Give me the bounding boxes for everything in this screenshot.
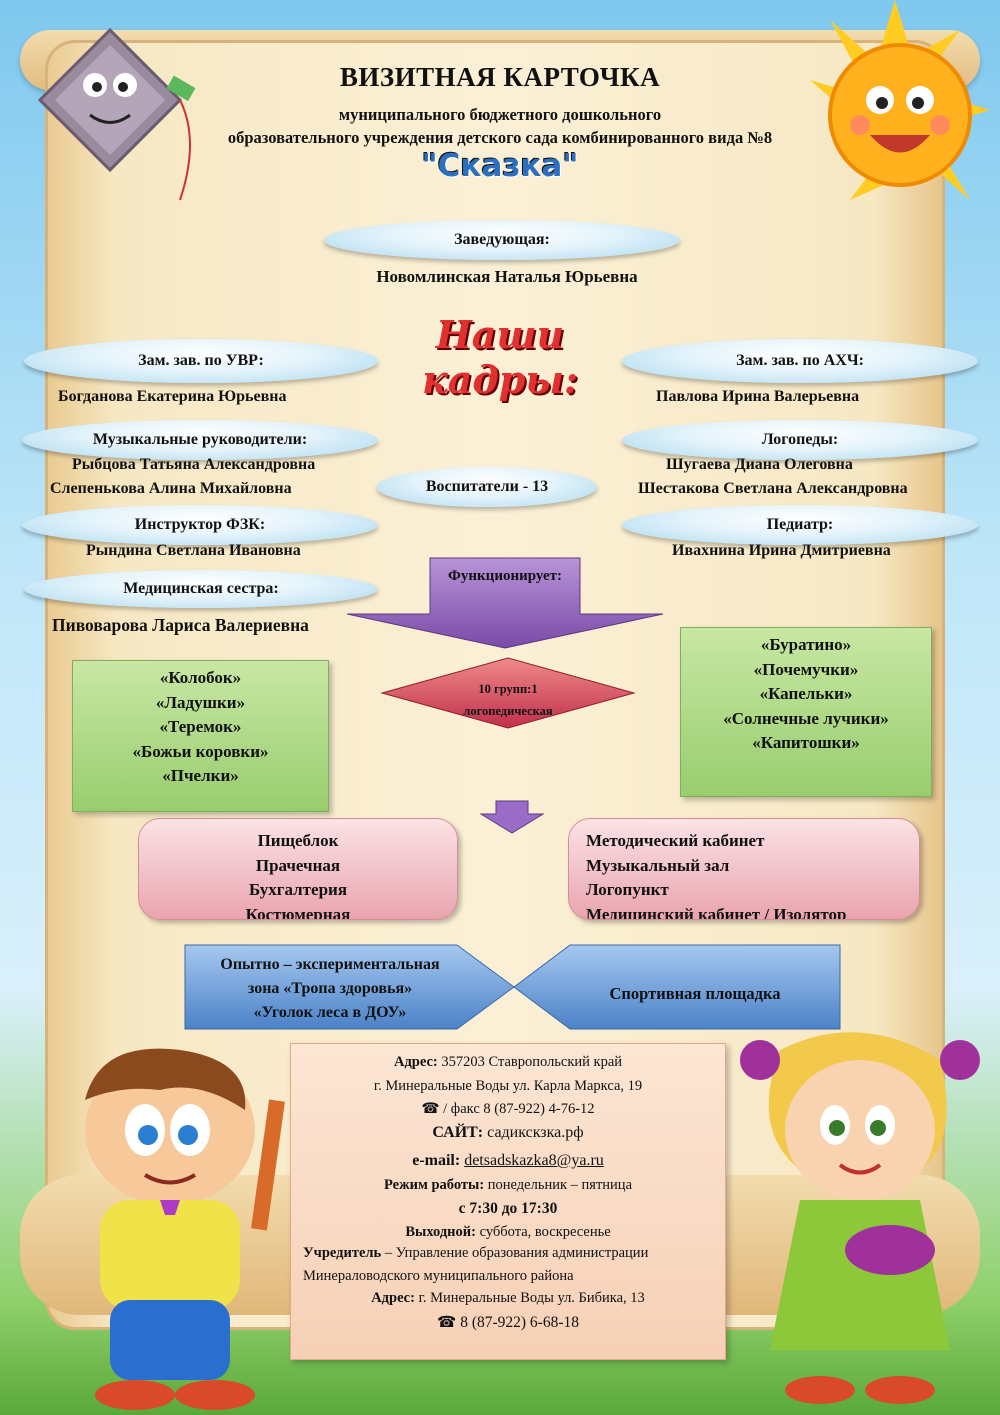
deputy-ahch-label: Зам. зав. по АХЧ:	[736, 352, 864, 369]
facility-item: Пищеблок	[257, 831, 339, 850]
site-link[interactable]: садикскзка.рф	[487, 1124, 584, 1141]
facility-item: Музыкальный зал	[586, 855, 730, 875]
pediatrician-name: Ивахнина Ирина Дмитриевна	[672, 542, 891, 559]
address-line1: 357203 Ставропольский край	[441, 1054, 623, 1070]
founder-label: Учредитель	[303, 1245, 382, 1261]
sun-illustration	[810, 0, 990, 200]
email-link[interactable]: detsadskazka8@ya.ru	[464, 1152, 604, 1169]
facility-item: Прачечная	[255, 855, 341, 875]
deputy-uvr-ellipse: Зам. зав. по УВР:	[24, 339, 378, 383]
subtitle-line2: образовательного учреждения детского сад…	[227, 128, 773, 147]
experimental-zone-line2: зона «Тропа здоровья»	[247, 980, 413, 997]
deputy-uvr-name: Богданова Екатерина Юрьевна	[58, 388, 287, 405]
teachers-ellipse: Воспитатели - 13	[377, 467, 597, 507]
kite-illustration	[37, 27, 196, 201]
dayoff: суббота, воскресенье	[479, 1224, 611, 1240]
group-item: «Теремок»	[159, 717, 242, 736]
pe-label: Инструктор ФЗК:	[134, 516, 266, 533]
founder-phone-icon: ☎	[437, 1314, 457, 1331]
nurse-name: Пивоварова Лариса Валериевна	[52, 615, 309, 635]
hours-label: Режим работы:	[383, 1177, 485, 1193]
speech-name1: Шугаева Диана Олеговна	[666, 456, 853, 473]
experimental-zone-line3: «Уголок леса в ДОУ»	[253, 1004, 407, 1021]
speech-label: Логопеды:	[761, 431, 839, 448]
group-item: «Солнечные лучики»	[723, 708, 889, 728]
deputy-uvr-label: Зам. зав. по УВР:	[138, 352, 264, 369]
address-label: Адрес:	[393, 1054, 438, 1070]
functions-arrow	[346, 557, 664, 649]
speech-name2: Шестакова Светлана Александровна	[638, 480, 908, 497]
pediatrician-ellipse: Педиатр:	[622, 505, 978, 545]
nurse-label: Медицинская сестра:	[123, 580, 279, 597]
boy-illustration	[85, 1048, 285, 1410]
group-item: «Почемучки»	[753, 659, 859, 679]
teachers-count: Воспитатели - 13	[425, 478, 549, 495]
groups-left-box: «Колобок» «Ладушки» «Теремок» «Божьи коровк…	[72, 660, 329, 812]
group-item: «Капельки»	[759, 684, 853, 703]
deputy-ahch-name: Павлова Ирина Валерьевна	[656, 388, 860, 405]
groups-right-box: «Буратино» «Почемучки» «Капельки» «Солнечны…	[680, 627, 932, 797]
group-item: «Божьи коровки»	[132, 741, 269, 761]
music-name2: Слепенькова Алина Михайловна	[50, 480, 292, 497]
music-ellipse: Музыкальные руководители:	[22, 420, 378, 460]
group-item: «Колобок»	[159, 668, 242, 687]
experimental-zone-line1: Опытно – экспериментальная	[220, 956, 440, 973]
group-item: «Капитошки»	[752, 733, 860, 752]
hours-time: с 7:30 до 17:30	[458, 1200, 558, 1217]
founder-address-label: Адрес:	[371, 1290, 415, 1306]
sports-ground: Спортивная площадка	[609, 984, 781, 1003]
contacts-card: Адрес: 357203 Ставропольский край г. Мин…	[290, 1043, 726, 1360]
facility-item: Костюмерная	[245, 904, 351, 920]
pe-ellipse: Инструктор ФЗК:	[22, 505, 378, 545]
groups-diamond	[380, 657, 636, 729]
address-line2: г. Минеральные Воды ул. Карла Маркса, 19	[373, 1078, 643, 1094]
groups-count: 10 групп:1 логопедическая	[430, 678, 586, 718]
outdoor-zones-shape	[184, 944, 841, 1030]
head-label-ellipse: Заведующая:	[324, 220, 680, 260]
group-item: «Ладушки»	[155, 692, 246, 712]
down-arrow	[480, 800, 544, 834]
music-name1: Рыбцова Татьяна Александровна	[72, 456, 316, 473]
hours-days: понедельник – пятница	[487, 1177, 633, 1193]
founder-line1: – Управление образования администрации	[384, 1245, 649, 1261]
girl-illustration	[740, 1032, 980, 1404]
kindergarten-name: "Сказка"	[421, 148, 579, 184]
facility-item: Логопункт	[586, 880, 669, 899]
pediatrician-label: Педиатр:	[766, 516, 834, 533]
dayoff-label: Выходной:	[405, 1224, 476, 1240]
founder-address: г. Минеральные Воды ул. Бибика, 13	[418, 1290, 645, 1306]
email-label: e-mail:	[412, 1152, 461, 1169]
group-item: «Буратино»	[760, 635, 852, 654]
pe-name: Рындина Светлана Ивановна	[86, 542, 301, 559]
subtitle-line1: муниципального бюджетного дошкольного	[338, 105, 662, 124]
head-name: Новомлинская Наталья Юрьевна	[376, 267, 638, 286]
experimental-zone: Опытно – экспериментальная зона «Тропа з…	[190, 953, 470, 1025]
founder-phone: 8 (87-922) 6-68-18	[460, 1314, 579, 1331]
facility-item: Бухгалтерия	[248, 880, 348, 899]
speech-ellipse: Логопеды:	[622, 420, 978, 460]
head-label: Заведующая:	[454, 231, 550, 248]
functions-label: Функционирует:	[448, 568, 562, 584]
facility-item: Методический кабинет	[586, 831, 765, 850]
card-title: ВИЗИТНАЯ КАРТОЧКА	[339, 62, 661, 92]
site-label: САЙТ:	[432, 1124, 484, 1141]
staff-heading: Наши кадры:	[421, 312, 579, 402]
nurse-ellipse: Медицинская сестра:	[24, 570, 378, 608]
deputy-ahch-ellipse: Зам. зав. по АХЧ:	[622, 339, 978, 383]
phone-fax: / факс 8 (87-922) 4-76-12	[443, 1101, 595, 1117]
phone-icon: ☎	[421, 1101, 440, 1117]
music-label: Музыкальные руководители:	[92, 431, 308, 448]
founder-line2: Минераловодского муниципального района	[303, 1268, 574, 1284]
groups-line2: логопедическая	[463, 704, 553, 718]
facility-item: Медицинский кабинет / Изолятор	[586, 904, 847, 920]
group-item: «Пчелки»	[162, 766, 239, 785]
groups-line1: 10 групп:1	[478, 682, 538, 696]
